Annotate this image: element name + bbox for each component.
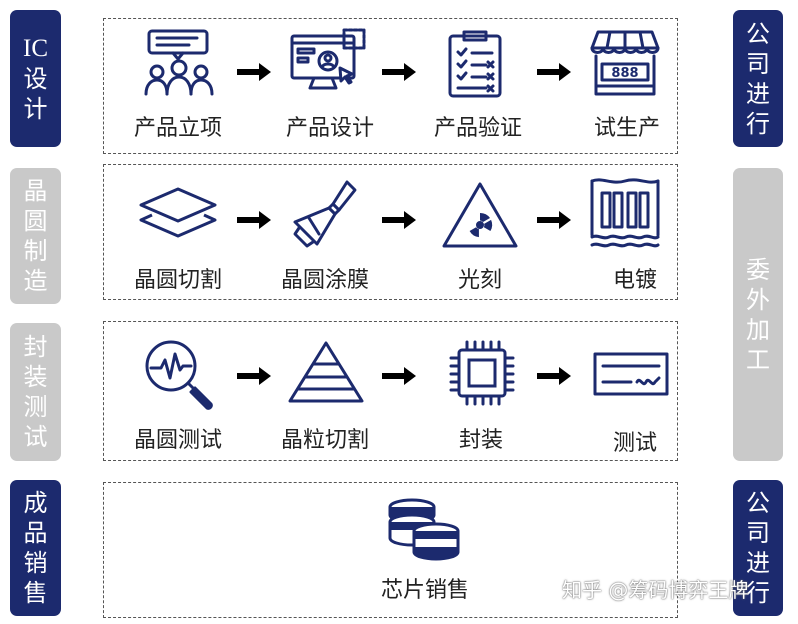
step-label: 晶粒切割 bbox=[280, 428, 370, 453]
coin-stack-icon bbox=[388, 498, 460, 561]
side-label-line: 公 bbox=[746, 19, 770, 48]
arrow-right-icon bbox=[237, 63, 271, 81]
arrow-right-icon bbox=[382, 63, 416, 81]
arrow-right-icon bbox=[237, 211, 271, 229]
radiation-warning-icon bbox=[442, 182, 518, 248]
pyramid-icon bbox=[288, 341, 364, 403]
arrow-right-icon bbox=[237, 367, 271, 385]
stage-label-line: 圆 bbox=[23, 207, 48, 235]
side-label-line: 进 bbox=[746, 549, 770, 577]
chip-icon bbox=[449, 340, 515, 406]
row-box-wafer-manufacturing bbox=[103, 164, 678, 300]
side-label-line: 委 bbox=[746, 255, 770, 284]
stage-label-line: 计 bbox=[23, 94, 48, 123]
side-label-line: 加 bbox=[746, 315, 770, 344]
magnifier-waveform-icon bbox=[145, 340, 213, 410]
step-label: 试生产 bbox=[593, 116, 661, 141]
step-label: 芯片销售 bbox=[380, 578, 470, 603]
step-label: 产品立项 bbox=[133, 116, 223, 141]
step-label: 测试 bbox=[612, 431, 658, 456]
design-screen-icon bbox=[290, 28, 366, 90]
row-box-package-test bbox=[103, 321, 678, 461]
arrow-right-icon bbox=[382, 211, 416, 229]
paint-brush-icon bbox=[293, 180, 357, 248]
stage-label-line: 造 bbox=[23, 267, 48, 295]
step-label: 封装 bbox=[458, 428, 504, 453]
stage-label-line: 晶 bbox=[23, 177, 48, 205]
step-label: 晶圆测试 bbox=[133, 428, 223, 453]
side-label-line: 外 bbox=[746, 285, 770, 314]
stage-label-line: 售 bbox=[23, 579, 48, 607]
stage-label-line: 测 bbox=[23, 393, 48, 421]
checklist-clipboard-icon bbox=[448, 30, 502, 98]
step-label: 晶圆切割 bbox=[133, 268, 223, 293]
stage-label-line: 装 bbox=[23, 363, 48, 391]
step-label: 产品设计 bbox=[285, 116, 375, 141]
side-label-line: 行 bbox=[746, 579, 770, 607]
stage-label-line: 试 bbox=[23, 423, 48, 451]
step-label: 晶圆涂膜 bbox=[280, 268, 370, 293]
side-label-outsourced: 委 外 加 工 bbox=[733, 168, 783, 461]
stage-label-line: 封 bbox=[23, 333, 48, 361]
side-label-line: 工 bbox=[746, 345, 770, 374]
side-label-company-bottom: 公 司 进 行 bbox=[733, 480, 783, 616]
watermark: 知乎 @筹码博弈王牌 bbox=[562, 578, 749, 602]
side-label-company-top: 公 司 进 行 bbox=[733, 10, 783, 147]
stage-label-line: IC bbox=[23, 34, 48, 62]
test-card-icon bbox=[593, 352, 669, 396]
side-label-line: 进 bbox=[746, 79, 770, 108]
arrow-right-icon bbox=[382, 367, 416, 385]
svg-text:888: 888 bbox=[611, 66, 638, 81]
storefront-icon: 888 bbox=[590, 30, 660, 96]
step-label: 产品验证 bbox=[433, 116, 523, 141]
step-label: 光刻 bbox=[457, 268, 503, 293]
stage-label-line: 销 bbox=[23, 549, 48, 577]
team-meeting-icon bbox=[144, 29, 214, 96]
stage-label-ic-design: IC 设 计 bbox=[10, 10, 61, 147]
stage-label-line: 制 bbox=[23, 237, 48, 265]
stage-label-line: 设 bbox=[23, 64, 48, 93]
stage-label-wafer-manufacturing: 晶 圆 制 造 bbox=[10, 168, 61, 304]
electroplating-bath-icon bbox=[590, 178, 660, 248]
arrow-right-icon bbox=[537, 211, 571, 229]
step-label: 电镀 bbox=[612, 268, 658, 293]
stage-label-line: 成 bbox=[23, 489, 48, 517]
stage-label-product-sales: 成 品 销 售 bbox=[10, 480, 61, 616]
side-label-line: 司 bbox=[746, 49, 770, 78]
arrow-right-icon bbox=[537, 63, 571, 81]
stage-label-package-test: 封 装 测 试 bbox=[10, 323, 61, 461]
arrow-right-icon bbox=[537, 367, 571, 385]
side-label-line: 司 bbox=[746, 519, 770, 547]
wafer-layers-icon bbox=[139, 187, 217, 238]
row-box-ic-design bbox=[103, 18, 678, 154]
side-label-line: 公 bbox=[746, 489, 770, 517]
side-label-line: 行 bbox=[746, 109, 770, 138]
row-box-product-sales bbox=[103, 482, 678, 618]
stage-label-line: 品 bbox=[23, 519, 48, 547]
